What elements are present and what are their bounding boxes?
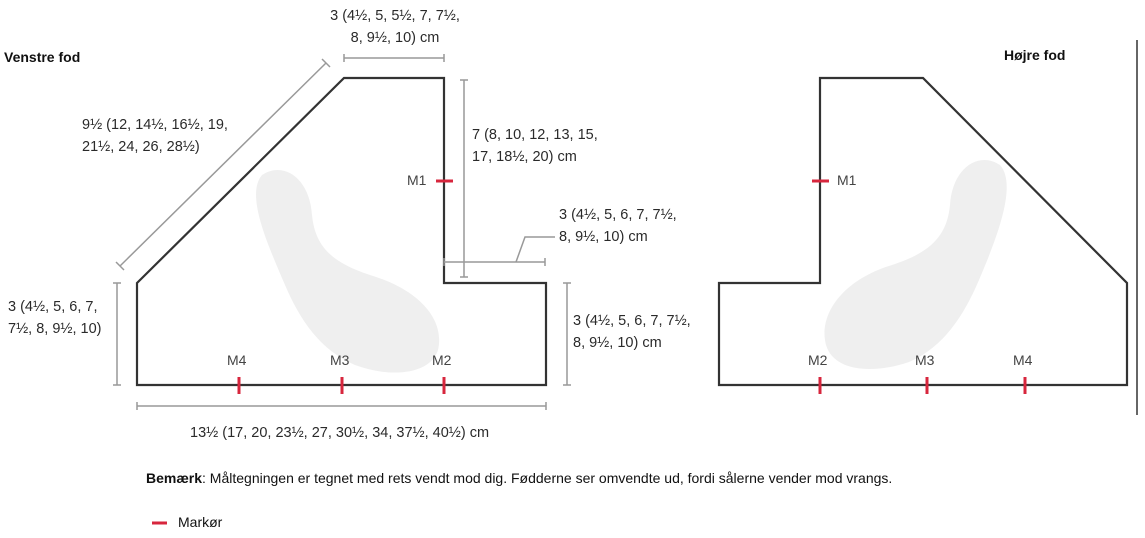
- label-right-m2: M2: [808, 352, 828, 368]
- label-left-m1: M1: [407, 172, 427, 188]
- label-left-m4: M4: [227, 352, 247, 368]
- dim-top-line2: 8, 9½, 10) cm: [350, 30, 440, 46]
- dim-top-label: 3 (4½, 5, 5½, 7, 7½, 8, 9½, 10) cm: [310, 5, 480, 49]
- label-right-m4: M4: [1013, 352, 1033, 368]
- note-label: Bemærk: [146, 470, 203, 486]
- dim-left-height-line1: 3 (4½, 5, 6, 7,: [8, 299, 98, 315]
- dim-right-low-height-label: 3 (4½, 5, 6, 7, 7½, 8, 9½, 10) cm: [573, 310, 691, 354]
- dim-step-width-label: 3 (4½, 5, 6, 7, 7½, 8, 9½, 10) cm: [559, 204, 677, 248]
- dim-right-height-line2: 17, 18½, 20) cm: [472, 149, 577, 165]
- dim-step-width-line1: 3 (4½, 5, 6, 7, 7½,: [559, 207, 677, 223]
- dim-left-height-label: 3 (4½, 5, 6, 7, 7½, 8, 9½, 10): [8, 296, 102, 340]
- markers: [152, 179, 1027, 525]
- legend-marker-label: Markør: [178, 514, 223, 530]
- dim-right-low-height-line2: 8, 9½, 10) cm: [573, 335, 662, 351]
- left-sole-silhouette: [256, 169, 440, 373]
- left-foot-outline: [135, 76, 548, 387]
- dim-right-height-label: 7 (8, 10, 12, 13, 15, 17, 18½, 20) cm: [472, 124, 598, 168]
- dim-diagonal-line1: 9½ (12, 14½, 16½, 19,: [82, 117, 228, 133]
- label-left-m2: M2: [432, 352, 452, 368]
- dim-right-height-line1: 7 (8, 10, 12, 13, 15,: [472, 127, 598, 143]
- dim-step-leader: [515, 236, 555, 263]
- right-foot-outline: [717, 76, 1129, 387]
- label-right-m1: M1: [837, 172, 857, 188]
- right-sole-silhouette: [824, 159, 1007, 370]
- dim-bottom-label: 13½ (17, 20, 23½, 27, 30½, 34, 37½, 40½)…: [190, 425, 490, 441]
- dim-diagonal-label: 9½ (12, 14½, 16½, 19, 21½, 24, 26, 28½): [82, 114, 228, 158]
- dim-left-height-line2: 7½, 8, 9½, 10): [8, 321, 102, 337]
- note-text: : Måltegningen er tegnet med rets vendt …: [202, 470, 893, 486]
- note: Bemærk: Måltegningen er tegnet med rets …: [146, 470, 892, 486]
- left-foot-title: Venstre fod: [4, 49, 81, 65]
- dim-diagonal-line2: 21½, 24, 26, 28½): [82, 139, 200, 155]
- label-right-m3: M3: [915, 352, 935, 368]
- dimension-lines: [113, 54, 571, 410]
- dim-top-line1: 3 (4½, 5, 5½, 7, 7½,: [330, 8, 460, 24]
- right-foot-title: Højre fod: [1004, 47, 1066, 63]
- dim-right-low-height-line1: 3 (4½, 5, 6, 7, 7½,: [573, 313, 691, 329]
- dim-diagonal: [119, 62, 327, 267]
- dim-step-width-line2: 8, 9½, 10) cm: [559, 229, 648, 245]
- label-left-m3: M3: [330, 352, 350, 368]
